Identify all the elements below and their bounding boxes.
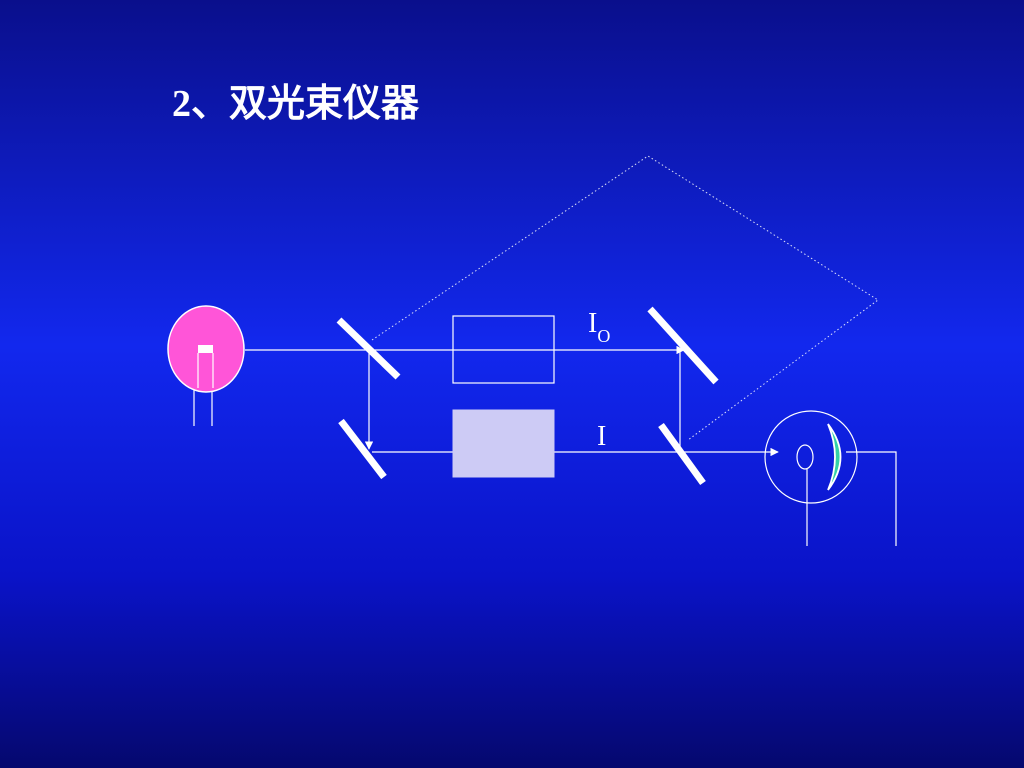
detector-housing [764,410,858,504]
detector-cathode [796,444,814,470]
beam-splitter-mirror [336,317,401,380]
reference-cell [452,315,555,384]
reference-beam-label-sub: O [597,326,610,346]
dotted-outline [371,155,879,441]
detector-anode-arc [827,423,842,491]
sample-cell [452,409,555,478]
light-source [167,305,245,426]
anode-lead [846,451,897,546]
detector [764,410,897,546]
mirror-lower-right [658,422,706,486]
reference-beam-label: IO [588,308,610,346]
reference-beam-label-main: I [588,308,597,339]
sample-beam-label: I [597,421,606,452]
slide-title: 2、双光束仪器 [172,83,420,125]
mirror-lower-left [338,418,387,480]
mirror-upper-right [647,306,719,385]
lamp-filament [198,345,213,353]
